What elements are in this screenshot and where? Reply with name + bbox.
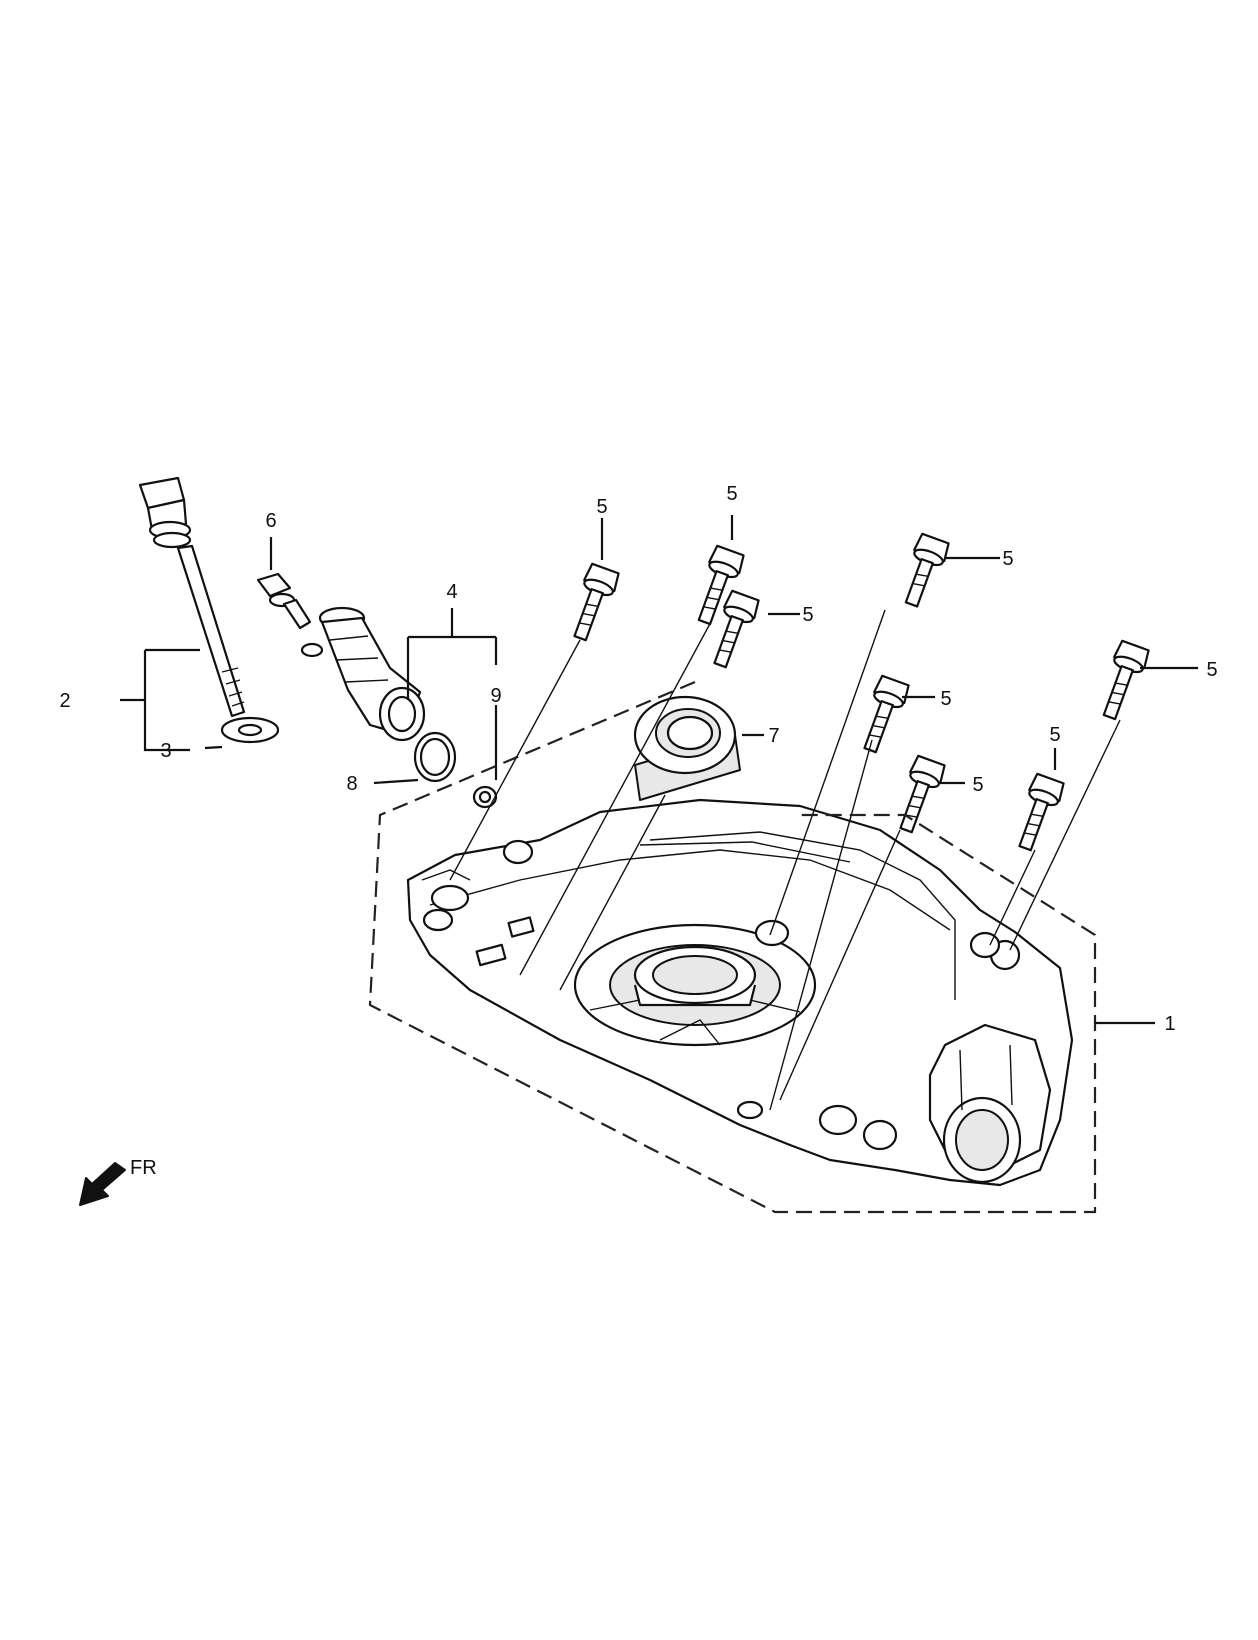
callout-9: 9 [490,685,501,707]
collar-9-part [472,785,498,809]
bolt-6-part [256,572,312,630]
callout-5: 5 [596,496,607,518]
callout-5: 5 [1206,659,1217,681]
callout-5: 5 [972,774,983,796]
bolt-5-d [904,532,950,608]
callout-4: 4 [446,581,457,603]
leader-lines [120,515,1198,1111]
callout-3: 3 [160,740,171,762]
o-ring-part [413,731,457,783]
oil-seal-part [633,695,741,801]
callout-7: 7 [768,725,779,747]
callout-5: 5 [726,483,737,505]
callout-2: 2 [59,690,70,712]
crankcase-cover-part [406,798,1074,1187]
front-direction-label: FR [130,1157,157,1179]
callout-5: 5 [1049,724,1060,746]
callout-5: 5 [1002,548,1013,570]
bolt-5-c [713,589,760,669]
front-direction-arrow-icon [79,1162,126,1206]
callout-5: 5 [802,604,813,626]
callout-5: 5 [940,688,951,710]
callout-8: 8 [346,773,357,795]
bolt-5-b [697,544,745,626]
washer-part [220,716,280,744]
dipstick-part [138,476,246,718]
bolt-5-f [1102,639,1150,721]
bolt-5-e [863,674,910,754]
callout-6: 6 [265,510,276,532]
bolt-5-a [573,562,620,642]
bolt-5-g [899,754,946,834]
filler-neck-part [300,606,426,742]
bolt-5-h [1018,772,1065,852]
callout-1: 1 [1164,1013,1175,1035]
